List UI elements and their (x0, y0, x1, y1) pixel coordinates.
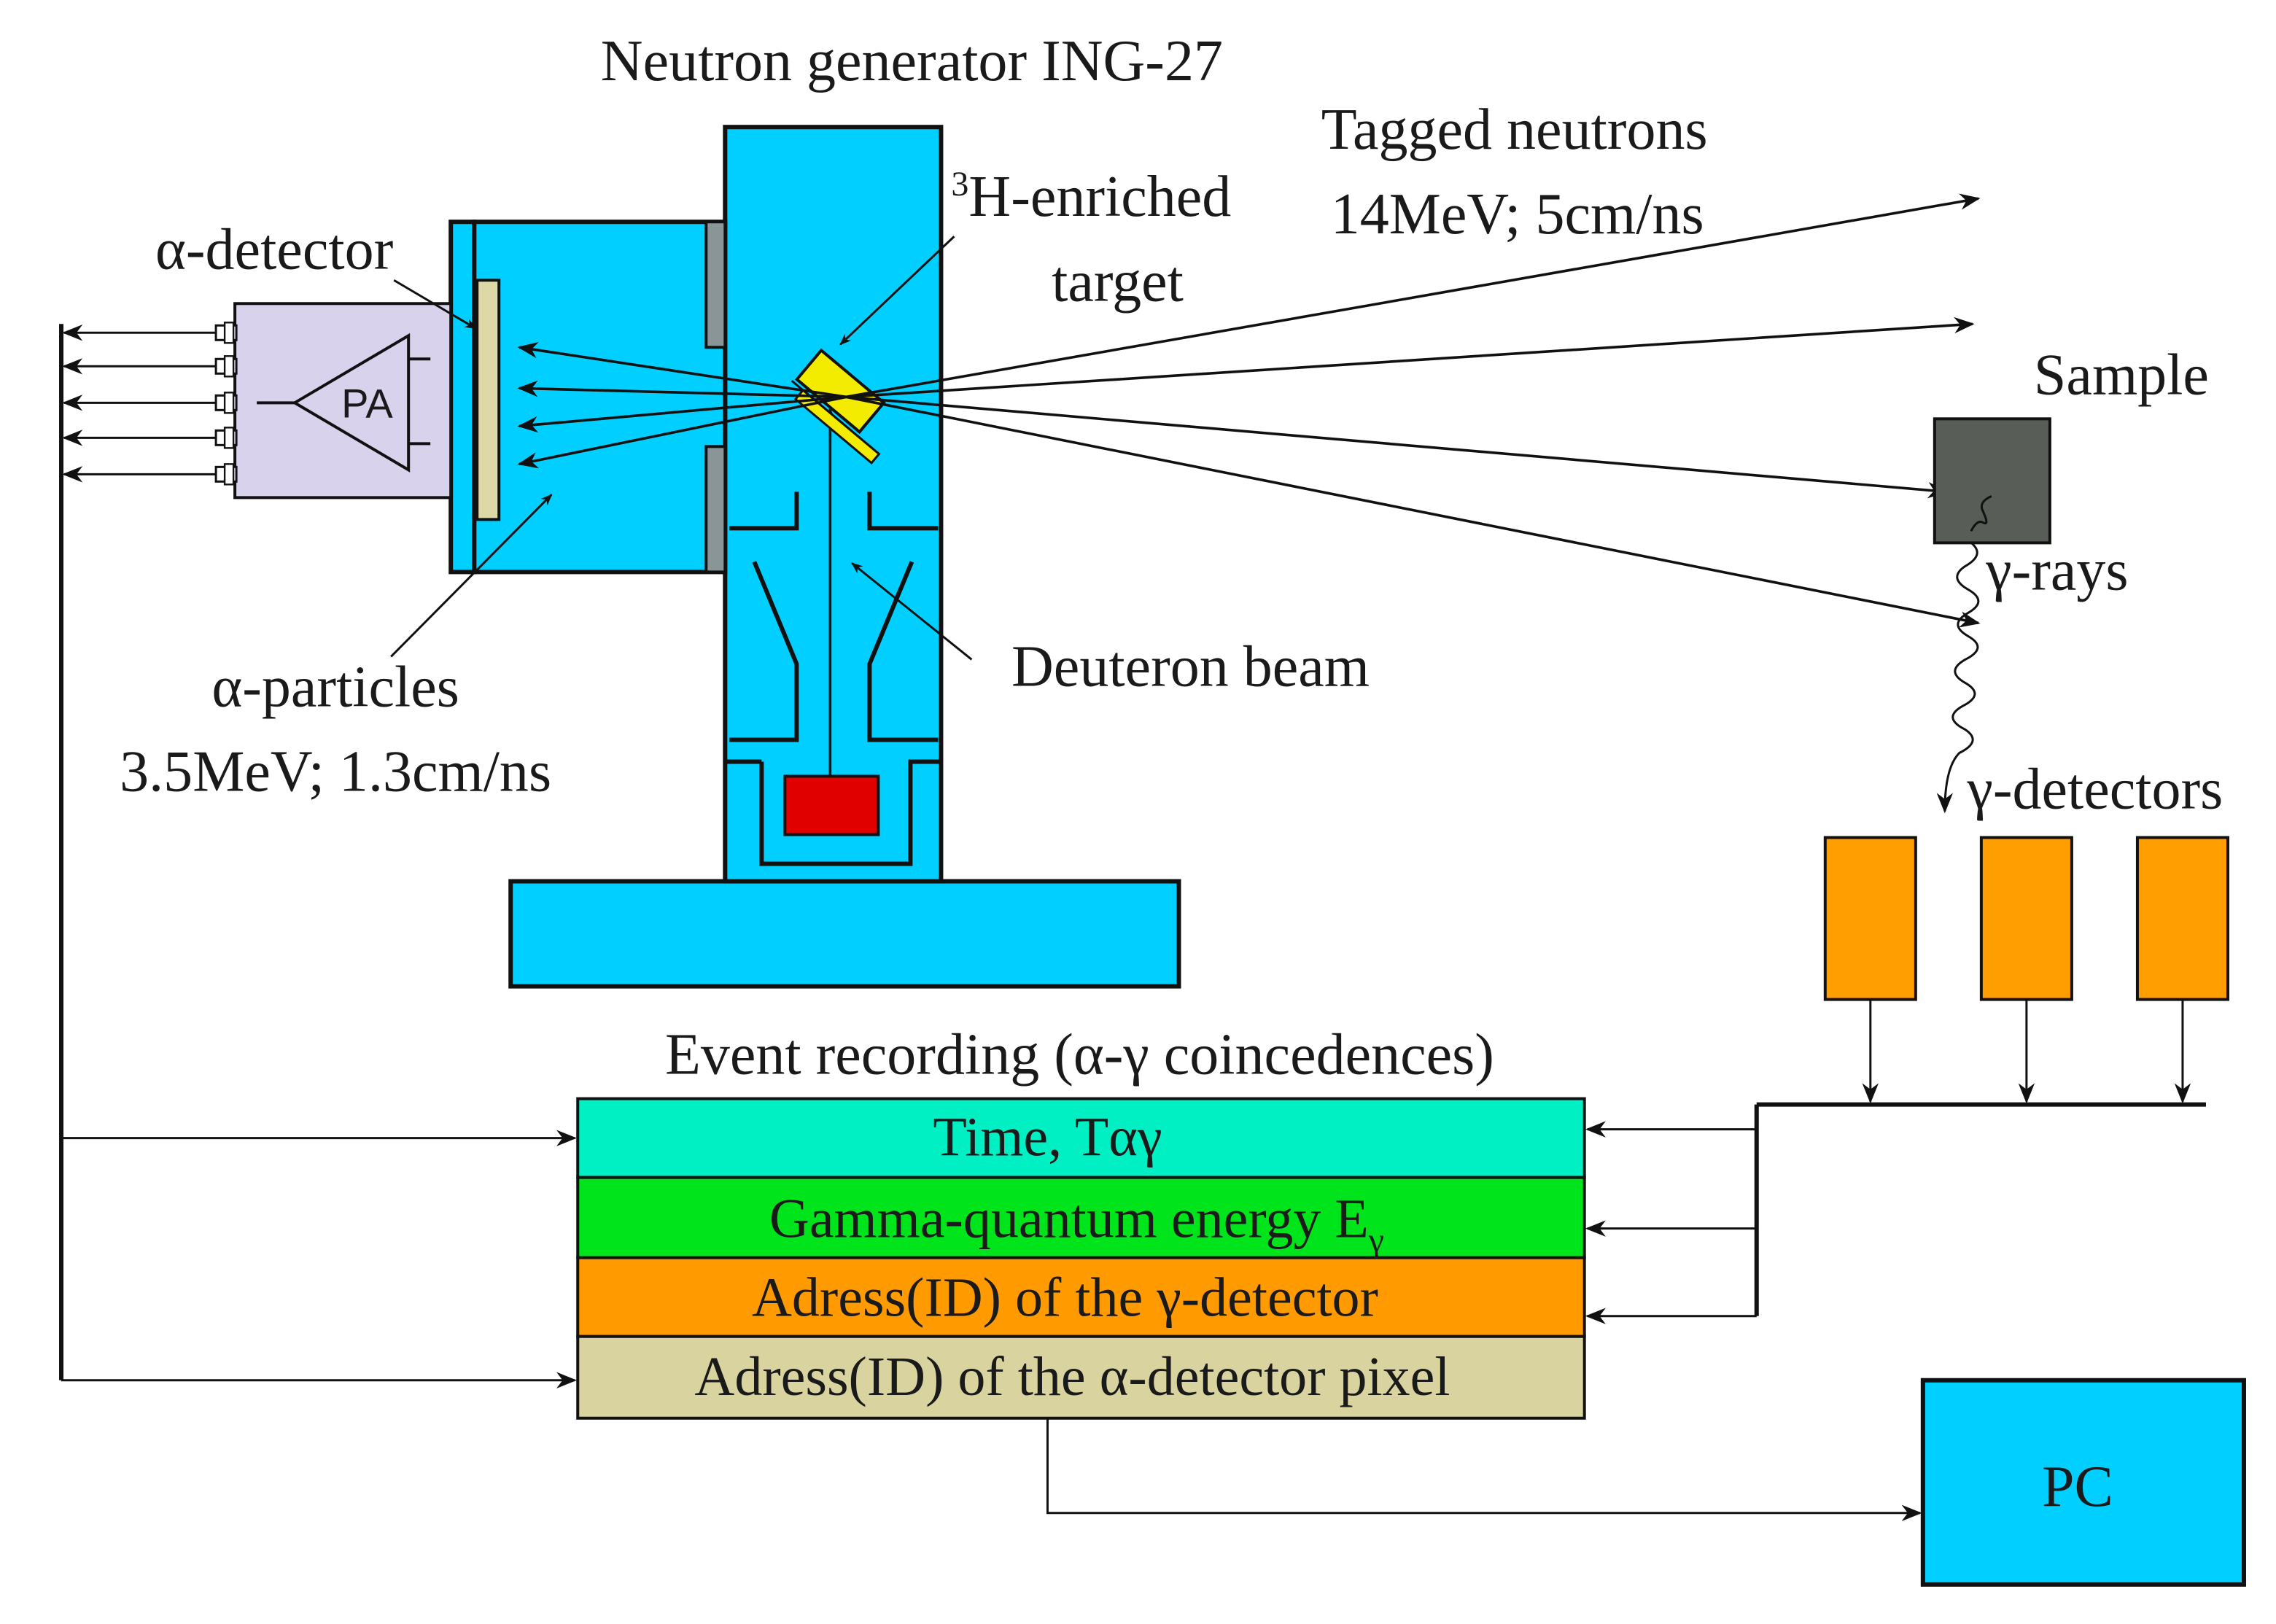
target-label-main: H-enriched (968, 165, 1231, 229)
connector-ring (223, 355, 235, 378)
pc-label: PC (2042, 1455, 2113, 1519)
gamma-rays-label: γ-rays (1985, 538, 2128, 602)
preamp-box (233, 302, 453, 500)
gamma-detector (1823, 836, 1917, 1001)
preamplifier: PA (233, 302, 453, 500)
gamma-detectors-label: γ-detectors (1967, 757, 2223, 821)
event-record-table: Time, Tαγ Gamma-quantum energy Eγ Adress… (576, 1097, 1586, 1420)
alpha-particles-pointer (390, 494, 553, 658)
tritium-target (791, 348, 886, 465)
gamma-detectors (1823, 836, 2229, 1104)
preamp-label: PA (341, 380, 393, 426)
generator-column (723, 125, 944, 884)
alpha-detector-pointer (393, 279, 477, 330)
deuteron-pointer (851, 562, 973, 661)
alpha-trajectory (517, 395, 847, 469)
sample-block (1933, 417, 2051, 545)
gamma-detector (1979, 836, 2073, 1001)
connector-ring (223, 427, 235, 449)
record-to-pc-line (1046, 1418, 1922, 1522)
shield-upper (704, 220, 727, 349)
tagged-neutrons-energy: 14MeV; 5cm/ns (1331, 182, 1704, 246)
alpha-particles-energy: 3.5MeV; 1.3cm/ns (120, 739, 551, 804)
target-label: 3H-enriched (951, 165, 1231, 229)
alpha-detector-label: α-detector (155, 217, 393, 281)
row-time-text: Time, Tαγ (933, 1107, 1162, 1168)
row-alpha-id-box (576, 1334, 1586, 1420)
shield-lower (704, 445, 727, 574)
gamma-ray-wave (1936, 542, 1980, 814)
neutron-trajectory (846, 395, 1981, 628)
generator-base (508, 879, 1181, 989)
row-alpha-id-text: Adress(ID) of the α-detector pixel (694, 1346, 1450, 1407)
connector-ring (223, 392, 235, 414)
generator-title: Neutron generator ING-27 (601, 29, 1223, 93)
alpha-particles-label: α-particles (211, 655, 459, 719)
connector-ring (223, 463, 235, 486)
connector-ring (223, 322, 235, 344)
event-recording-label: Event recording (α-γ coincedences) (665, 1023, 1494, 1087)
neutron-trajectory (846, 316, 1975, 399)
energy-main: Gamma-quantum energy E (769, 1189, 1369, 1250)
accelerator-electrodes (725, 492, 941, 866)
particle-trajectories (517, 193, 1981, 628)
neutron-generator (448, 125, 1181, 989)
detector-chamber (472, 219, 728, 575)
gamma-ray-wave-inner (1970, 494, 1992, 532)
preamp-connectors (62, 322, 238, 486)
preamp-triangle (292, 333, 411, 473)
row-gamma-id-text: Adress(ID) of the γ-detector (752, 1267, 1378, 1329)
sample-label: Sample (2034, 343, 2209, 407)
row-energy-text: Gamma-quantum energy Eγ (769, 1189, 1384, 1260)
target-superscript: 3 (951, 165, 968, 203)
target-pointer (839, 236, 955, 346)
alpha-detector-plate (475, 279, 501, 521)
deuteron-beam-label: Deuteron beam (1011, 634, 1370, 699)
neutron-trajectory (846, 395, 1949, 499)
gamma-detector (2135, 836, 2229, 1001)
tagged-neutrons-label: Tagged neutrons (1321, 98, 1708, 162)
pc-box (1920, 1378, 2246, 1587)
alpha-trajectory (517, 395, 847, 433)
alpha-trajectory (517, 380, 847, 399)
detector-flange (448, 219, 477, 575)
target-label-line2: target (1052, 249, 1184, 314)
energy-subscript: γ (1368, 1221, 1384, 1260)
ion-source (783, 774, 880, 836)
neutron-trajectory (846, 193, 1981, 399)
alpha-trajectory (517, 342, 847, 399)
row-energy-box (576, 1176, 1586, 1259)
